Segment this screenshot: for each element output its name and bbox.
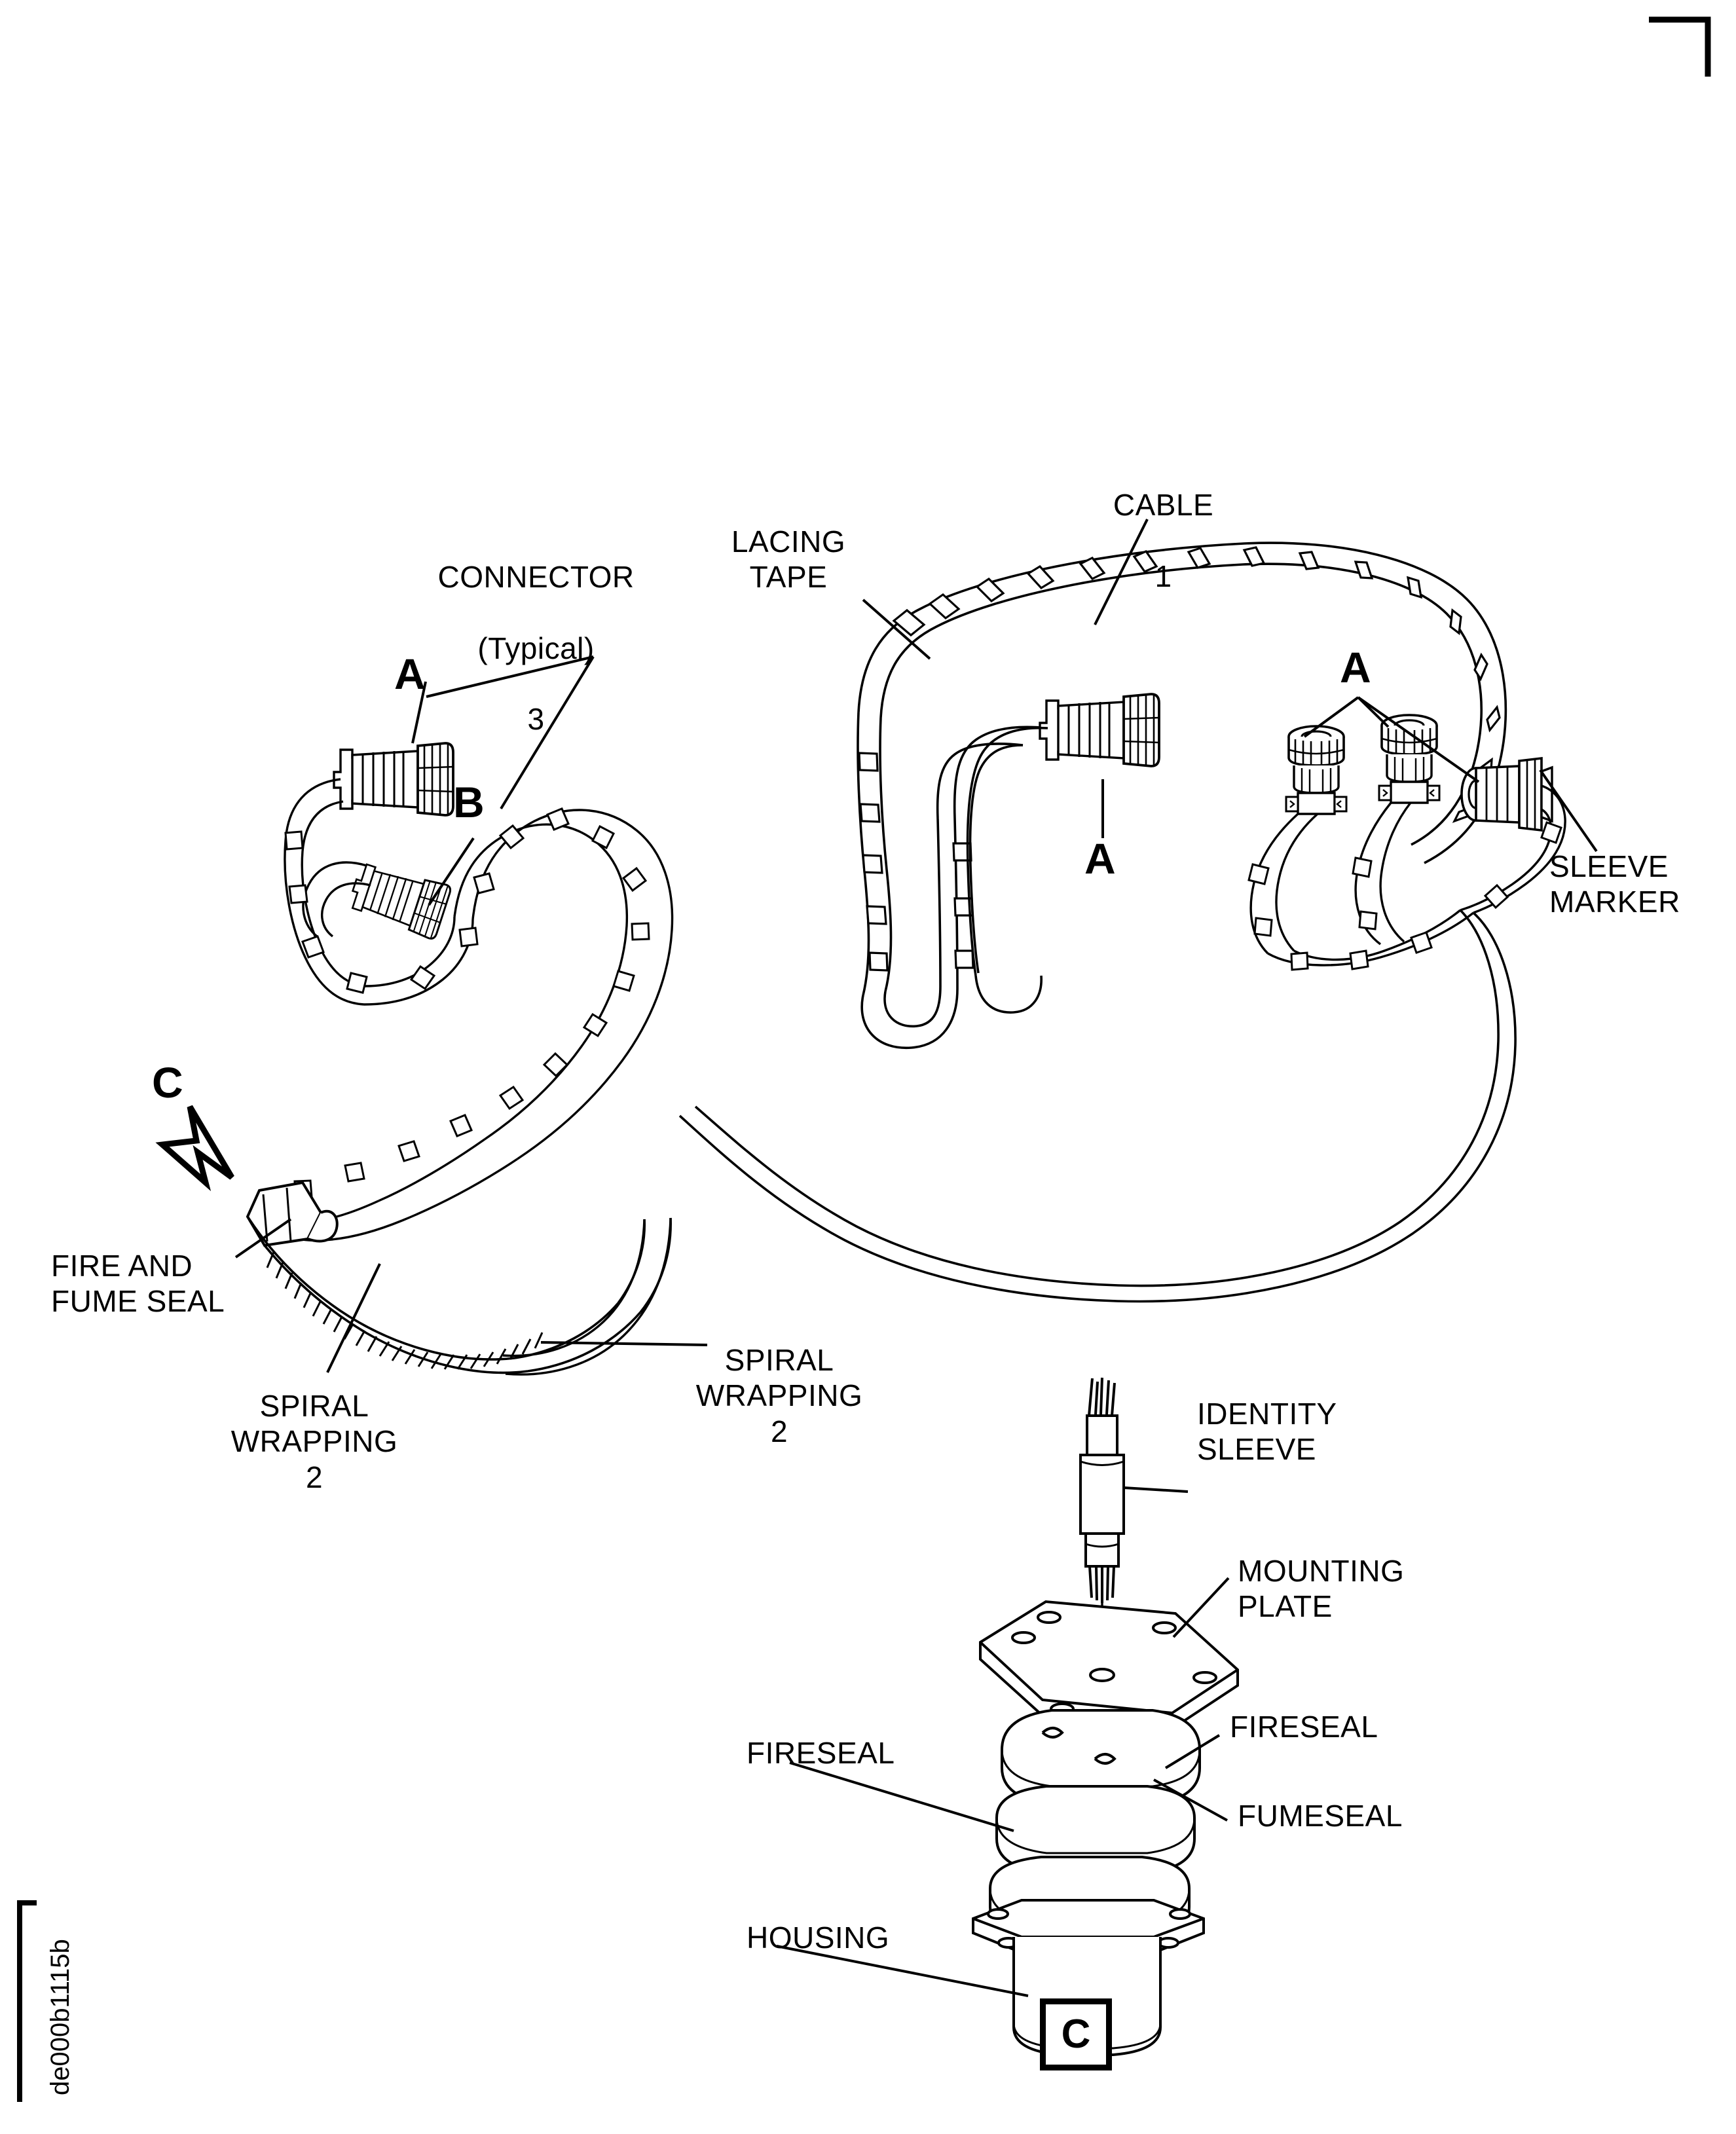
long-sweeping-cable xyxy=(678,909,1517,1303)
label-fireseal-right: FIRESEAL xyxy=(1230,1710,1378,1744)
label-connector-text: CONNECTOR xyxy=(437,560,635,595)
connector-B-left xyxy=(344,856,453,942)
label-connector-typical: (Typical) xyxy=(477,631,595,665)
label-fireseal-left: FIRESEAL xyxy=(747,1736,895,1770)
left-harness-wraps xyxy=(284,807,650,1199)
harness-main-bundle xyxy=(857,542,1507,1050)
connector-A-middle xyxy=(1039,693,1160,767)
callout-letter-a-middle: A xyxy=(1084,834,1116,883)
label-connector-item-number: 3 xyxy=(527,702,545,737)
drawing-id: de000b1115b xyxy=(46,1939,75,2095)
lower-left-arc xyxy=(502,1217,672,1376)
detail-view-box-c-label: C xyxy=(1061,2012,1091,2057)
leader-lines xyxy=(234,519,1598,1997)
callout-letter-a-left: A xyxy=(394,650,426,698)
callout-letter-a-right: A xyxy=(1340,643,1371,691)
cluster-branch-wraps xyxy=(1247,821,1562,971)
label-cable-text: CABLE xyxy=(1113,488,1214,523)
detail-c-exploded-view xyxy=(972,1377,1239,2056)
connector-cluster-right xyxy=(1285,714,1553,832)
label-fumeseal: FUMESEAL xyxy=(1238,1799,1403,1833)
label-cable: CABLE 1 xyxy=(1048,452,1244,629)
section-arrow-C xyxy=(155,1105,234,1192)
spiral-wrap-ticks xyxy=(266,1251,544,1370)
label-connector: CONNECTOR (Typical) 3 xyxy=(401,524,637,773)
corner-registration-mark xyxy=(1649,16,1711,77)
callout-letter-b-left: B xyxy=(453,778,485,826)
detail-view-box-c: C xyxy=(1040,1998,1112,2070)
callout-letter-c-section: C xyxy=(152,1058,183,1107)
label-cable-item-number: 1 xyxy=(1154,559,1172,593)
left-harness-loops xyxy=(265,778,674,1242)
whip-to-mid-connector xyxy=(966,726,1048,1014)
id-bracket xyxy=(17,1900,37,2102)
identity-sleeve-body xyxy=(1079,1414,1125,1568)
label-housing: HOUSING xyxy=(747,1921,890,1955)
